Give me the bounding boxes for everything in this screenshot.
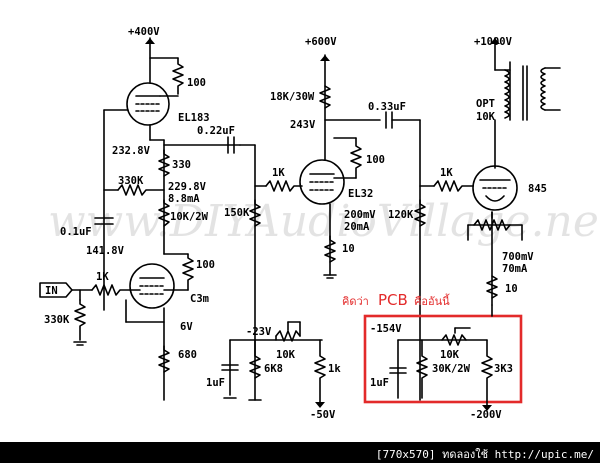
pcb-note-thai: คิดว่า <box>342 295 369 308</box>
label-opt-z: 10K <box>476 111 496 123</box>
label-v243: 243V <box>290 119 316 131</box>
label-c033: 0.33uF <box>368 101 406 113</box>
label-r100-top: 100 <box>187 77 206 89</box>
label-c1-b: 1uF <box>370 377 389 389</box>
label-r18k: 18K/30W <box>270 91 315 103</box>
label-v229: 229.8V <box>168 181 207 193</box>
label-v6: 6V <box>180 321 193 333</box>
label-c01: 0.1uF <box>60 226 92 238</box>
label-v600: +600V <box>305 36 337 48</box>
label-c3m: C3m <box>190 293 209 305</box>
label-i88: 8.8mA <box>168 193 200 205</box>
label-i20: 20mA <box>344 221 370 233</box>
pcb-section <box>363 304 523 411</box>
label-el183: EL183 <box>178 112 210 124</box>
label-r150k: 150K <box>224 207 250 219</box>
label-vm154: -154V <box>370 323 402 335</box>
label-r120k: 120K <box>388 209 414 221</box>
label-vm50: -50V <box>310 409 336 421</box>
label-r100-c3m: 100 <box>196 259 215 271</box>
label-r100-el32: 100 <box>366 154 385 166</box>
label-r10-el32: 10 <box>342 243 355 255</box>
label-845: 845 <box>528 183 547 195</box>
label-v1000: +1000V <box>474 36 513 48</box>
el32-stage <box>249 54 426 401</box>
label-r680: 680 <box>178 349 197 361</box>
label-r1k-a: 1K <box>272 167 285 179</box>
label-v200m: 200mV <box>344 209 376 221</box>
label-c1-a: 1uF <box>206 377 225 389</box>
footer-link[interactable]: [770x570] ทดลองใช้ http://upic.me/ <box>375 448 594 461</box>
label-r3k3: 3K3 <box>494 363 513 375</box>
label-r10k2w: 10K/2W <box>170 211 209 223</box>
label-r6k8: 6K8 <box>264 363 283 375</box>
label-v232: 232.8V <box>112 145 151 157</box>
bias-supply-23v <box>221 321 326 408</box>
el183-stage <box>94 37 256 401</box>
label-v700m: 700mV <box>502 251 534 263</box>
label-pot10k-a: 10K <box>276 349 296 361</box>
label-c022: 0.22uF <box>197 125 235 137</box>
c3m-stage <box>39 253 194 401</box>
label-r30k2w: 30K/2W <box>432 363 471 375</box>
image-host-footer: [770x570] ทดลองใช้ http://upic.me/ <box>0 442 600 463</box>
input-label: IN <box>45 285 58 297</box>
label-i70: 70mA <box>502 263 528 275</box>
label-opt: OPT <box>476 98 495 110</box>
pcb-note-thai2: คืออันนี้ <box>414 293 450 308</box>
label-pot10k-b: 10K <box>440 349 460 361</box>
t845-stage <box>419 37 561 306</box>
label-r330: 330 <box>172 159 191 171</box>
label-r330k-in: 330K <box>44 314 70 326</box>
schematic-labels: +400V 100 EL183 0.22uF 232.8V 330 330K 2… <box>44 26 547 421</box>
label-el32: EL32 <box>348 188 373 200</box>
label-v400: +400V <box>128 26 160 38</box>
label-r1k-in: 1K <box>96 271 109 283</box>
label-r1k-b: 1K <box>440 167 453 179</box>
label-r330k: 330K <box>118 175 144 187</box>
label-r10-845: 10 <box>505 283 518 295</box>
label-vm23: -23V <box>246 326 272 338</box>
label-vm200: -200V <box>470 409 502 421</box>
label-r1k-c: 1k <box>328 363 341 375</box>
pcb-note-pcb: PCB <box>378 291 408 309</box>
schematic-diagram: www.DIYAudioVillage.net <box>39 26 600 421</box>
label-v141: 141.8V <box>86 245 125 257</box>
